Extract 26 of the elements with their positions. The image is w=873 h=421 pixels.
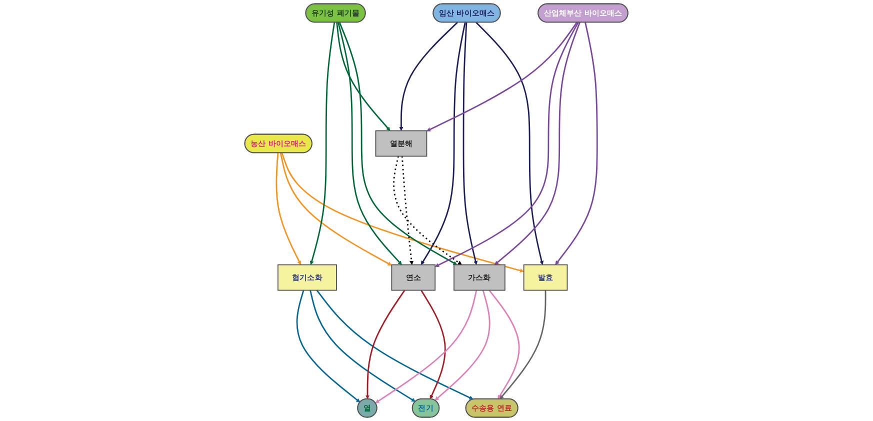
arrow: [476, 22, 544, 265]
arrow: [336, 22, 390, 131]
arrow: [402, 156, 414, 265]
arrow: [426, 22, 578, 132]
arrow: [276, 152, 302, 265]
arrow: [435, 22, 579, 267]
arrow: [555, 22, 598, 265]
arrow: [375, 290, 478, 404]
arrow: [310, 290, 416, 402]
arrow: [500, 290, 546, 400]
arrow: [316, 290, 474, 400]
arrow: [280, 152, 392, 266]
arrow: [494, 22, 581, 265]
arrow: [434, 290, 490, 401]
arrow: [393, 156, 462, 265]
arrow: [281, 152, 524, 273]
arrow: [420, 290, 446, 400]
arrow: [488, 290, 520, 400]
arrow: [366, 290, 406, 400]
arrow: [296, 290, 360, 402]
arrow: [339, 22, 458, 265]
arrow: [338, 22, 402, 265]
arrow: [310, 22, 336, 265]
arrow: [421, 22, 466, 265]
arrow: [462, 22, 478, 265]
arrow: [399, 22, 458, 131]
